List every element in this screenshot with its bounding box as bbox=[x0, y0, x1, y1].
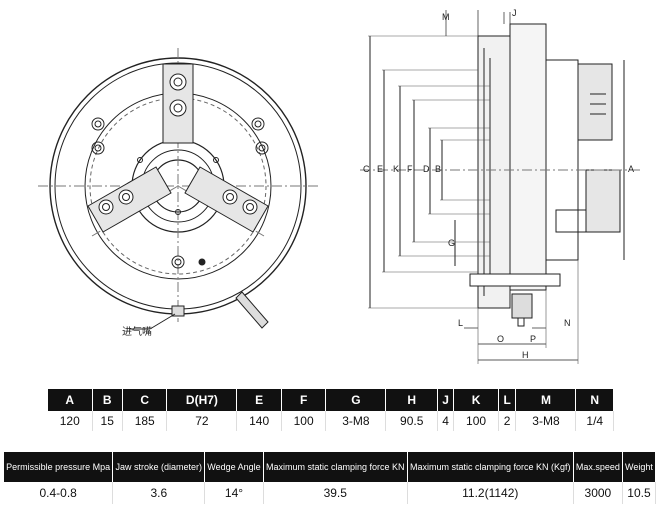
spec-header-jaw-stroke: Jaw stroke (diameter) bbox=[113, 452, 206, 482]
spec-header-max-speed: Max.speed bbox=[573, 452, 623, 482]
dim-value: 4 bbox=[438, 411, 455, 431]
dim-header: J bbox=[438, 389, 455, 411]
spec-value-max-speed: 3000 bbox=[574, 482, 623, 504]
spec-header-row: Permissible pressure Mpa Jaw stroke (dia… bbox=[4, 452, 656, 482]
spec-value-clamping-kn: 39.5 bbox=[264, 482, 408, 504]
dim-value: 100 bbox=[282, 411, 327, 431]
dim-label-l: L bbox=[458, 318, 463, 328]
spec-value-wedge-angle: 14° bbox=[205, 482, 264, 504]
dim-value: 140 bbox=[237, 411, 282, 431]
dim-label-o: O bbox=[497, 334, 504, 344]
dim-header: B bbox=[92, 389, 123, 411]
spec-header-clamping-kn: Maximum static clamping force KN bbox=[263, 452, 408, 482]
dim-header: D(H7) bbox=[167, 389, 238, 411]
dim-header: M bbox=[516, 389, 577, 411]
dim-header: A bbox=[48, 389, 93, 411]
spec-value-weight: 10.5 bbox=[623, 482, 656, 504]
dim-label-e: E bbox=[377, 164, 383, 174]
air-nozzle-label: 进气嘴 bbox=[122, 325, 152, 338]
dim-label-n: N bbox=[564, 318, 571, 328]
dim-label-k: K bbox=[393, 164, 399, 174]
dimension-table: A B C D(H7) E F G H J K L M N 120 15 185… bbox=[48, 389, 614, 431]
dimension-value-row: 120 15 185 72 140 100 3-M8 90.5 4 100 2 … bbox=[48, 411, 614, 431]
spec-header-wedge-angle: Wedge Angle bbox=[205, 452, 264, 482]
spec-header-weight: Weight bbox=[622, 452, 656, 482]
spec-value-row: 0.4-0.8 3.6 14° 39.5 11.2(1142) 3000 10.… bbox=[4, 482, 656, 504]
chuck-technical-drawing: 进气嘴 C E K F D G B A M J L N O P H bbox=[38, 8, 640, 364]
dim-value: 100 bbox=[454, 411, 499, 431]
dimension-header-row: A B C D(H7) E F G H J K L M N bbox=[48, 389, 614, 411]
right-jaw bbox=[184, 166, 269, 233]
left-jaw bbox=[87, 166, 172, 233]
dim-label-m: M bbox=[442, 12, 450, 22]
dim-label-b: B bbox=[435, 164, 441, 174]
dim-label-h: H bbox=[522, 350, 529, 360]
dim-header: C bbox=[122, 389, 168, 411]
dim-header: F bbox=[281, 389, 327, 411]
dim-label-a: A bbox=[628, 164, 634, 174]
top-jaw bbox=[162, 63, 194, 144]
dim-value: 1/4 bbox=[576, 411, 614, 431]
dim-header: H bbox=[386, 389, 438, 411]
spec-table: Permissible pressure Mpa Jaw stroke (dia… bbox=[4, 452, 656, 504]
dim-header: E bbox=[237, 389, 282, 411]
dim-header: N bbox=[576, 389, 614, 411]
spec-value-clamping-kgf: 11.2(1142) bbox=[408, 482, 574, 504]
dim-value: 3-M8 bbox=[326, 411, 387, 431]
dim-label-d: D bbox=[423, 164, 430, 174]
front-view bbox=[38, 48, 318, 330]
spec-header-pressure: Permissible pressure Mpa bbox=[4, 452, 114, 482]
dim-header: K bbox=[454, 389, 499, 411]
dim-value: 72 bbox=[167, 411, 238, 431]
spec-header-clamping-kgf: Maximum static clamping force KN (Kgf) bbox=[407, 452, 574, 482]
dim-label-g: G bbox=[448, 238, 455, 248]
spec-value-jaw-stroke: 3.6 bbox=[113, 482, 206, 504]
side-section-view bbox=[360, 10, 640, 364]
dim-label-j: J bbox=[512, 8, 517, 18]
dim-value: 3-M8 bbox=[516, 411, 577, 431]
spec-value-pressure: 0.4-0.8 bbox=[4, 482, 114, 504]
dim-value: 185 bbox=[123, 411, 168, 431]
dim-header: G bbox=[326, 389, 387, 411]
dim-value: 90.5 bbox=[386, 411, 438, 431]
dim-value: 120 bbox=[48, 411, 93, 431]
dim-label-f: F bbox=[407, 164, 413, 174]
dim-value: 15 bbox=[93, 411, 123, 431]
dim-value: 2 bbox=[499, 411, 517, 431]
dim-label-p: P bbox=[530, 334, 536, 344]
dim-label-c: C bbox=[363, 164, 370, 174]
dim-header: L bbox=[498, 389, 517, 411]
